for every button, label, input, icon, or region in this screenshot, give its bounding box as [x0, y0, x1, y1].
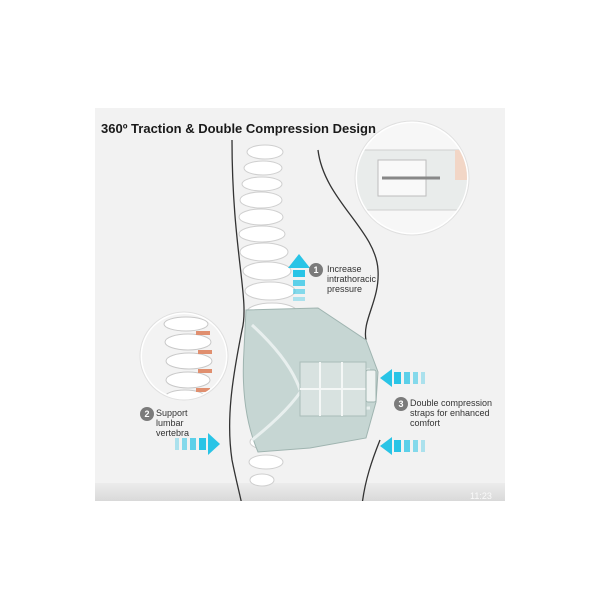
video-timestamp: 11:23 — [470, 491, 492, 501]
video-progress-bar[interactable] — [95, 483, 505, 501]
up-arrow-icon — [288, 254, 310, 301]
left-arrow-icon — [380, 369, 425, 387]
feature-label: Support lumbar vertebra — [156, 408, 190, 438]
left-arrow-icon — [380, 437, 425, 455]
feature-label: Double compression straps for enhanced c… — [410, 398, 493, 428]
page-title: 360º Traction & Double Compression Desig… — [101, 121, 376, 136]
feature-number-badge: 2 — [140, 407, 154, 421]
body-outline-back — [317, 149, 379, 341]
body-outline — [228, 139, 245, 501]
feature-number-badge: 3 — [394, 397, 408, 411]
feature-label: Increase intrathoracic pressure — [327, 264, 377, 294]
right-arrow-icon — [175, 433, 220, 455]
feature-number-badge: 1 — [309, 263, 323, 277]
